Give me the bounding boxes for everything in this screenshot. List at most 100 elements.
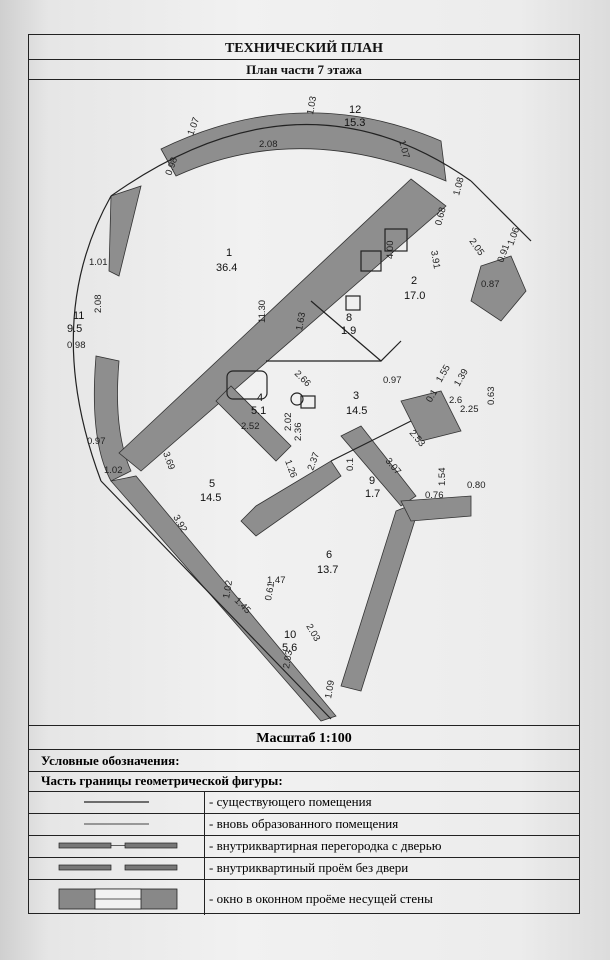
dim-label: 1.55: [434, 363, 453, 385]
dim-label: 0.97: [383, 375, 402, 386]
dim-label: 3.91: [428, 250, 442, 270]
legend-title: Условные обозначения:: [41, 753, 180, 768]
legend-subtitle: Часть границы геометрической фигуры:: [41, 773, 283, 788]
dim-label: 0.1: [345, 458, 356, 471]
legend-row: - существующего помещения: [29, 791, 579, 813]
legend-column-divider: [204, 791, 205, 915]
room-8-area: 1.9: [341, 325, 356, 337]
dim-label: 3.69: [160, 450, 177, 471]
dim-label: 1.54: [437, 468, 448, 487]
dim-label: 0.98: [67, 340, 86, 351]
dim-label: 0.87: [481, 279, 500, 290]
dim-label: 2.05: [467, 236, 487, 257]
room-6-area: 13.7: [317, 564, 338, 576]
left-window-wall: [108, 185, 142, 277]
legend-item-label: - вновь образованного помещения: [209, 816, 399, 831]
outer-contour-top: [110, 123, 472, 197]
partition-with-door-icon: [58, 842, 178, 849]
divider: [29, 771, 579, 772]
room-12-area: 15.3: [344, 117, 365, 129]
dim-label: 2.52: [241, 421, 260, 432]
legend-row: - вновь образованного помещения: [29, 813, 579, 835]
room-9-number: 9: [369, 475, 375, 487]
existing-room-line-icon: [84, 801, 149, 803]
outer-contour-left: [72, 195, 112, 482]
dim-label: 1.47: [267, 575, 286, 586]
dim-label: 1.07: [396, 139, 411, 160]
room-3-number: 3: [353, 390, 359, 402]
legend-row: - внутриквартиный проём без двери: [29, 857, 579, 879]
legend-item-label: - внутриквартиный проём без двери: [209, 860, 409, 875]
dim-label: 1.08: [451, 176, 466, 197]
dim-label: 4.00: [385, 241, 396, 260]
divider: [29, 835, 579, 836]
room-4-number: 4: [257, 392, 263, 404]
room-12-number: 12: [349, 104, 361, 116]
room-11-area: 9.5: [67, 323, 82, 335]
divider: [29, 791, 579, 792]
toilet: [290, 392, 304, 406]
right-wall: [470, 255, 527, 322]
dim-label: 1.02: [221, 579, 235, 599]
dim-label: 2.25: [460, 404, 479, 415]
dim-label: 0.76: [425, 490, 444, 501]
dim-label: 0.80: [467, 480, 486, 491]
bathtub: [226, 370, 268, 400]
room-1-number: 1: [226, 247, 232, 259]
legend-row: - внутриквартирная перегородка с дверью: [29, 835, 579, 857]
washbasin: [300, 395, 316, 409]
divider: [29, 749, 579, 750]
legend-item-label: - окно в оконном проёме несущей стены: [209, 891, 433, 906]
scale-label: Масштаб 1:100: [256, 731, 352, 746]
floor-plan: 1 36.4 2 17.0 3 14.5 4 5.1 5 14.5 6 13.7…: [67, 95, 532, 722]
dim-label: 1.03: [305, 95, 319, 115]
room-10-number: 10: [284, 629, 296, 641]
room-11-number: 11: [73, 310, 84, 322]
dim-label: 1.39: [452, 367, 471, 389]
sink: [360, 250, 382, 272]
document-subtitle: План части 7 этажа: [246, 62, 362, 77]
cooktop: [384, 228, 408, 252]
dim-label: 2.03: [303, 622, 322, 644]
room-1-area: 36.4: [216, 262, 237, 274]
room-2-area: 17.0: [404, 290, 425, 302]
document-sheet: ТЕХНИЧЕСКИЙ ПЛАН План части 7 этажа: [28, 34, 580, 915]
new-room-line-icon: [84, 823, 149, 825]
dim-label: 2.36: [293, 423, 304, 442]
left-curved-wall: [93, 355, 132, 482]
right-corridor-wall: [400, 390, 462, 442]
room-9-area: 1.7: [365, 488, 380, 500]
dim-label: 1.02: [104, 465, 123, 476]
dim-label: 2.66: [292, 368, 313, 389]
room-2-number: 2: [411, 275, 417, 287]
main-diagonal-wall: [118, 178, 447, 472]
lower-outer-wall: [110, 475, 337, 722]
wall-room5-6: [240, 460, 342, 537]
divider: [29, 59, 579, 60]
opening-without-door-icon: [58, 864, 178, 871]
outer-contour-bottom: [100, 480, 332, 720]
wall-lower-right: [400, 495, 472, 522]
dim-label: 1.09: [323, 679, 337, 699]
document-title: ТЕХНИЧЕСКИЙ ПЛАН: [224, 41, 384, 56]
divider: [29, 879, 579, 880]
room2-right-wall: [470, 180, 532, 242]
dim-label: 1.26: [282, 458, 299, 479]
room-8-number: 8: [346, 312, 352, 324]
dim-label: 0.61: [263, 581, 277, 601]
dim-label: 1.06: [505, 226, 522, 247]
dim-label: 0.97: [87, 436, 106, 447]
dim-label: 0.63: [486, 387, 497, 406]
dim-label: 0.68: [433, 206, 448, 227]
divider: [29, 813, 579, 814]
room-10-area: 5.6: [282, 642, 297, 654]
dim-label: 11.30: [257, 300, 268, 323]
wall-room4: [215, 385, 292, 462]
window-icon: [58, 888, 178, 910]
divider: [29, 725, 579, 726]
divider: [29, 79, 579, 80]
room3-lower-wall: [330, 420, 412, 462]
legend-item-label: - существующего помещения: [209, 794, 372, 809]
room-3-area: 14.5: [346, 405, 367, 417]
